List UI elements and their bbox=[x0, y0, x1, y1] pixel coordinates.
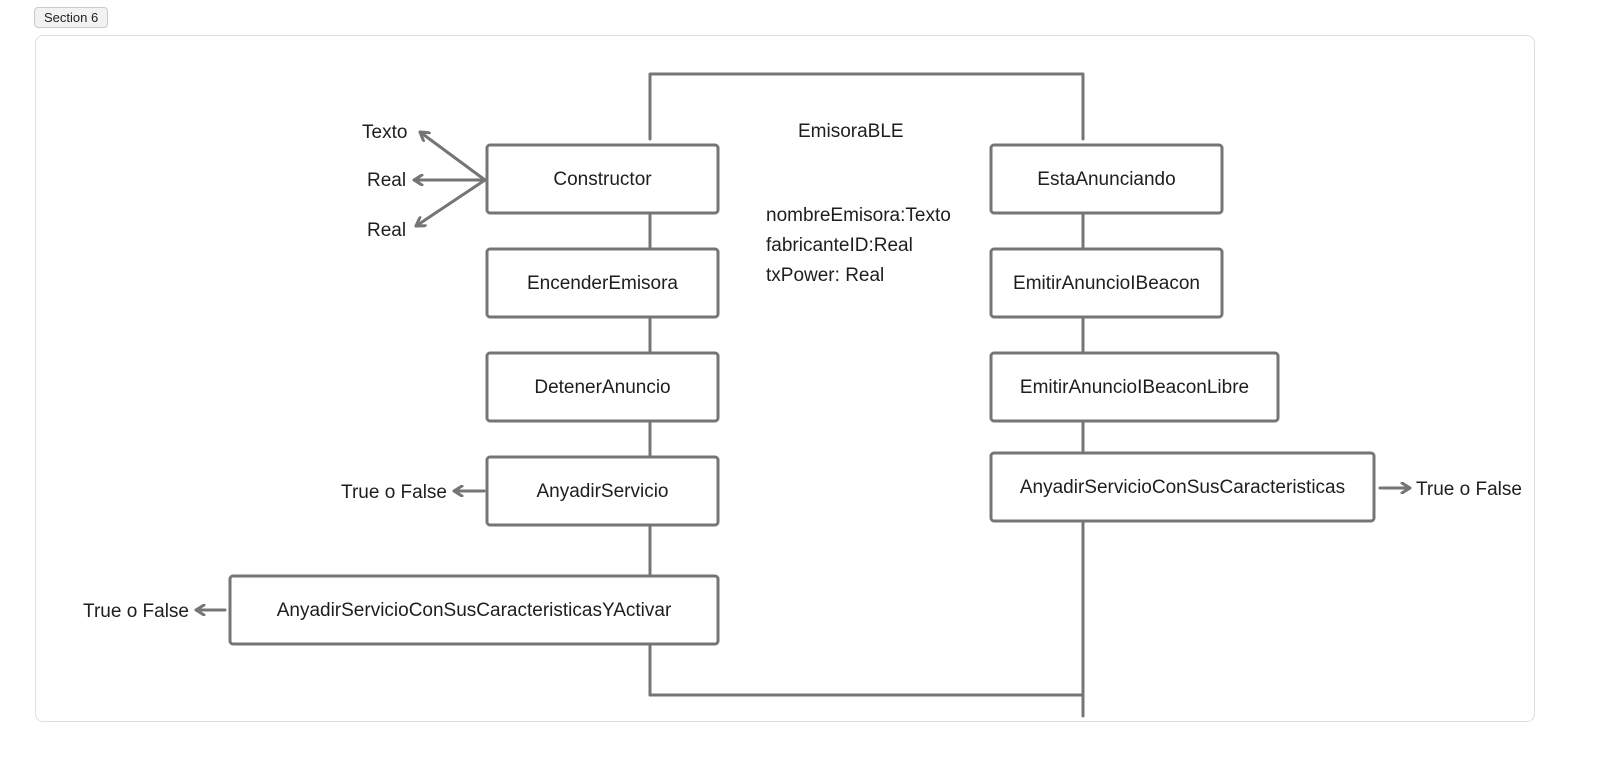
param-arrow-real-2 bbox=[414, 178, 487, 228]
method-label: AnyadirServicioConSusCaracteristicas bbox=[1020, 477, 1345, 498]
method-label: EstaAnunciando bbox=[1037, 169, 1175, 190]
method-anyadir-servicio-caracteristicas: AnyadirServicioConSusCaracteristicas bbox=[989, 451, 1376, 523]
output-label-anyadir-servicio-activar: True o False bbox=[83, 601, 189, 622]
method-label: DetenerAnuncio bbox=[534, 377, 670, 398]
method-label: AnyadirServicioConSusCaracteristicasYAct… bbox=[277, 600, 672, 621]
method-detener-anuncio: DetenerAnuncio bbox=[485, 351, 720, 423]
class-outline-bottom bbox=[648, 517, 1085, 697]
param-label-real-2: Real bbox=[367, 220, 406, 241]
attribute-tx-power: txPower: Real bbox=[766, 265, 884, 286]
class-title: EmisoraBLE bbox=[798, 121, 904, 142]
method-label: EncenderEmisora bbox=[527, 273, 678, 294]
attribute-fabricante-id: fabricanteID:Real bbox=[766, 235, 913, 256]
section-label: Section 6 bbox=[34, 7, 109, 28]
attribute-nombre-emisora: nombreEmisora:Texto bbox=[766, 205, 951, 226]
method-esta-anunciando: EstaAnunciando bbox=[989, 143, 1224, 215]
param-label-real-1: Real bbox=[367, 170, 406, 191]
method-emitir-anuncio-ibeacon-libre: EmitirAnuncioIBeaconLibre bbox=[989, 351, 1280, 423]
method-constructor: Constructor bbox=[485, 143, 720, 215]
method-label: Constructor bbox=[553, 169, 652, 190]
method-label: EmitirAnuncioIBeacon bbox=[1013, 273, 1200, 294]
output-label-anyadir-servicio-caracteristicas: True o False bbox=[1416, 479, 1522, 500]
method-anyadir-servicio: AnyadirServicio bbox=[485, 455, 720, 527]
method-label: EmitirAnuncioIBeaconLibre bbox=[1020, 377, 1249, 398]
method-encender-emisora: EncenderEmisora bbox=[485, 247, 720, 319]
method-anyadir-servicio-activar: AnyadirServicioConSusCaracteristicasYAct… bbox=[228, 574, 720, 646]
method-label: AnyadirServicio bbox=[537, 481, 669, 502]
param-label-texto: Texto bbox=[362, 122, 407, 143]
param-arrow-texto bbox=[418, 130, 487, 182]
output-label-anyadir-servicio: True o False bbox=[341, 482, 447, 503]
method-emitir-anuncio-ibeacon: EmitirAnuncioIBeacon bbox=[989, 247, 1224, 319]
